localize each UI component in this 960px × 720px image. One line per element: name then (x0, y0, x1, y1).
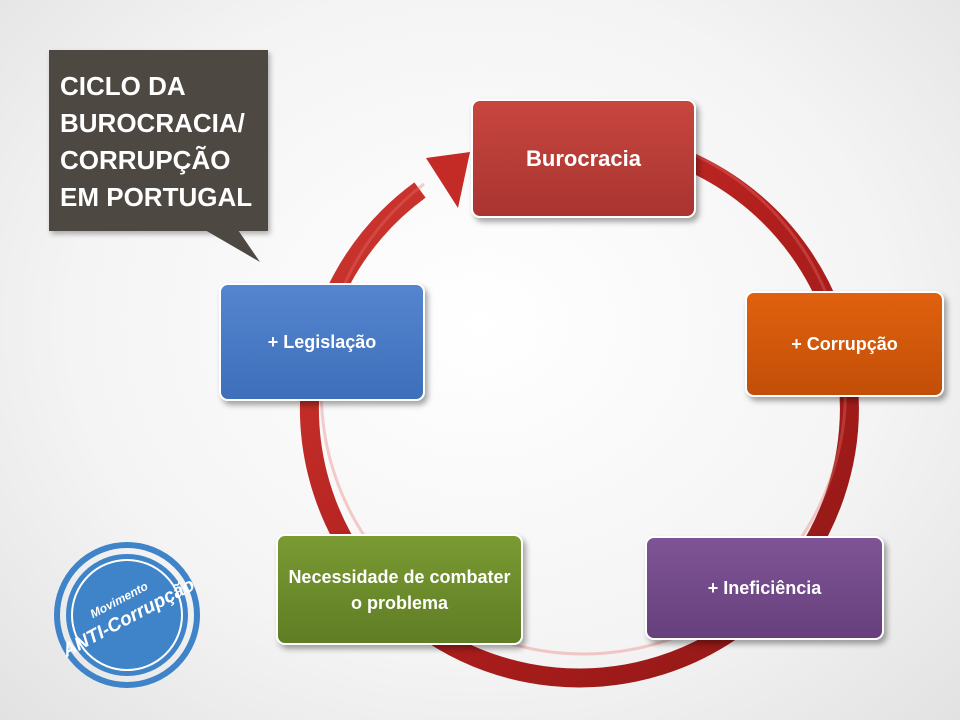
node-corrupcao: + Corrupção (745, 291, 944, 397)
node-ineficiencia-label: + Ineficiência (707, 577, 822, 598)
node-necessidade-label: Necessidade de combater o problema (288, 566, 511, 613)
node-burocracia: Burocracia (471, 99, 696, 218)
cycle-arrowhead (426, 152, 470, 208)
node-ineficiencia: + Ineficiência (645, 536, 884, 640)
node-necessidade: Necessidade de combater o problema (276, 534, 523, 645)
node-burocracia-label: Burocracia (526, 145, 641, 171)
node-corrupcao-label: + Corrupção (791, 333, 898, 354)
callout-title: CICLO DA BUROCRACIA/ CORRUPÇÃO EM PORTUG… (60, 71, 253, 212)
node-legislacao: + Legislação (219, 283, 425, 401)
node-legislacao-label: + Legislação (267, 331, 377, 352)
movimento-anti-corrupcao-seal-logo: Movimento ANTI-Corrupção (54, 542, 200, 688)
title-callout-box (49, 50, 268, 231)
